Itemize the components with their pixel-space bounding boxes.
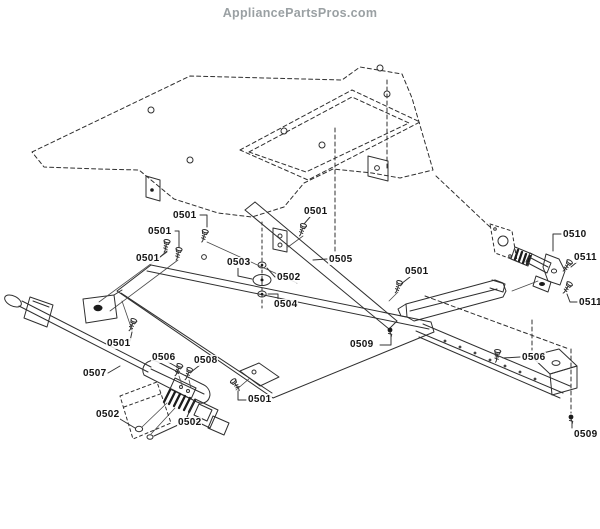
panel-hole — [147, 106, 155, 114]
burner-cover-disc — [252, 274, 272, 286]
mount-bracket — [272, 227, 288, 253]
part-callout-0511: 0511 — [573, 252, 598, 263]
panel-hole — [383, 90, 391, 98]
panel-hole — [318, 141, 326, 149]
part-callout-0501: 0501 — [147, 226, 173, 237]
tube-bracket — [23, 296, 54, 328]
part-callout-0501: 0501 — [404, 266, 430, 277]
valve-assembly — [510, 246, 566, 293]
watermark: AppliancePartsPros.com — [222, 6, 378, 20]
top-panel-dashed — [31, 64, 533, 351]
part-callout-0501: 0501 — [106, 338, 132, 349]
igniter-assembly — [4, 294, 230, 440]
orifice-ring — [146, 434, 154, 440]
part-callout-0502: 0502 — [177, 417, 203, 428]
lock-nut — [257, 290, 267, 298]
side-wall-flap-dashed — [489, 223, 518, 262]
tube-clamp — [489, 279, 506, 293]
panel-hole — [280, 127, 288, 135]
part-callout-0504: 0504 — [273, 299, 299, 310]
part-callout-0501: 0501 — [135, 253, 161, 264]
part-callout-0509: 0509 — [349, 339, 375, 350]
orifice-ring — [134, 425, 144, 433]
support-rail — [415, 295, 578, 414]
part-callout-0502: 0502 — [276, 272, 302, 283]
part-callout-0511: 0511 — [578, 297, 600, 308]
nozzle-cover-stack — [252, 221, 272, 309]
burner-tube — [397, 279, 539, 322]
gas-inlet-bracket — [82, 294, 118, 324]
tube-end-cap — [4, 294, 22, 308]
burner-head-dashed — [119, 381, 172, 440]
part-callout-0503: 0503 — [226, 257, 252, 268]
part-callout-0505: 0505 — [328, 254, 354, 265]
part-callout-0509: 0509 — [573, 429, 599, 440]
part-callout-0502: 0502 — [95, 409, 121, 420]
part-callout-0508: 0508 — [193, 355, 219, 366]
screws — [98, 222, 574, 424]
igniter-mount-plate — [169, 377, 197, 400]
panel-hole — [376, 64, 384, 72]
igniter-element — [162, 388, 197, 414]
panel-hole — [186, 156, 194, 164]
part-callout-0510: 0510 — [562, 229, 588, 240]
part-callout-0501: 0501 — [303, 206, 329, 217]
part-callout-0506: 0506 — [151, 352, 177, 363]
igniter-connector — [186, 398, 219, 429]
part-callout-0501: 0501 — [247, 394, 273, 405]
part-callout-0506: 0506 — [521, 352, 547, 363]
part-callout-0501: 0501 — [172, 210, 198, 221]
tip-bracket — [239, 362, 280, 387]
part-callout-0507: 0507 — [82, 368, 108, 379]
leader-layer — [107, 214, 578, 437]
